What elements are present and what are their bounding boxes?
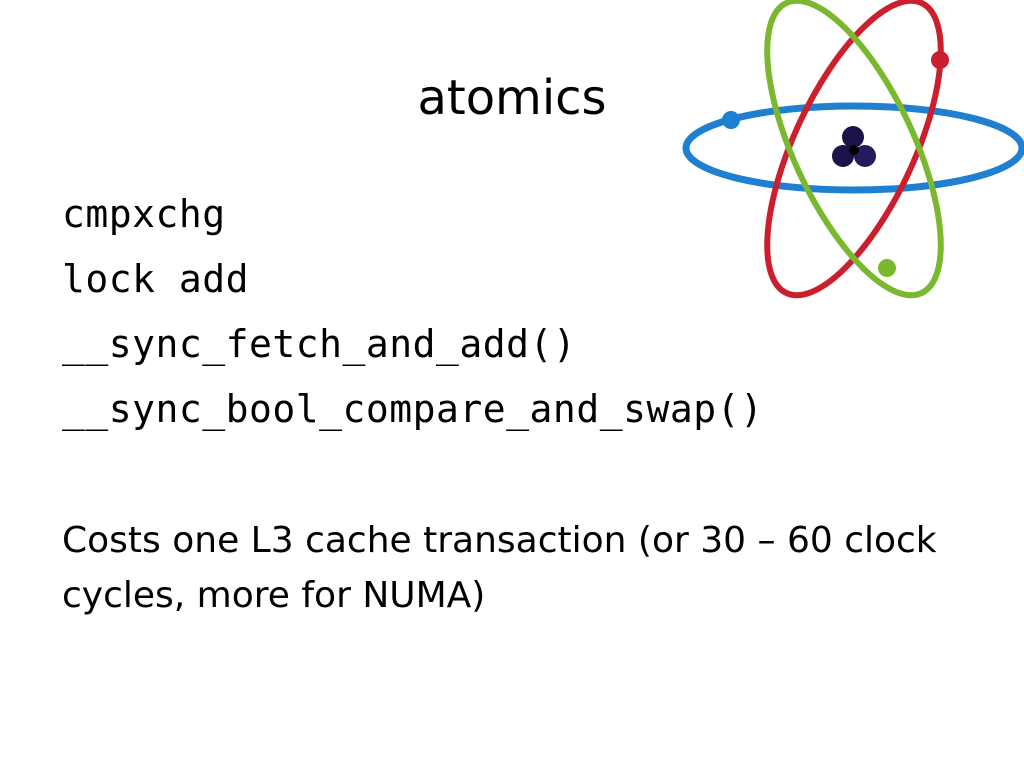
slide-title: atomics (417, 70, 607, 126)
code-line: lock add (62, 257, 250, 301)
electron-red (931, 51, 949, 69)
electron-green (878, 259, 896, 277)
atom-icon (682, 0, 1024, 299)
code-line: cmpxchg (62, 192, 226, 236)
orbit-blue (682, 102, 1024, 194)
orbit-green (764, 0, 944, 299)
nucleus (832, 126, 876, 167)
code-list: cmpxchg lock add __sync_fetch_and_add() … (62, 182, 763, 442)
code-line: __sync_bool_compare_and_swap() (62, 387, 764, 431)
electron-blue (722, 111, 740, 129)
body-text: Costs one L3 cache transaction (or 30 – … (62, 520, 937, 616)
orbit-red (764, 0, 944, 299)
code-line: __sync_fetch_and_add() (62, 322, 577, 366)
